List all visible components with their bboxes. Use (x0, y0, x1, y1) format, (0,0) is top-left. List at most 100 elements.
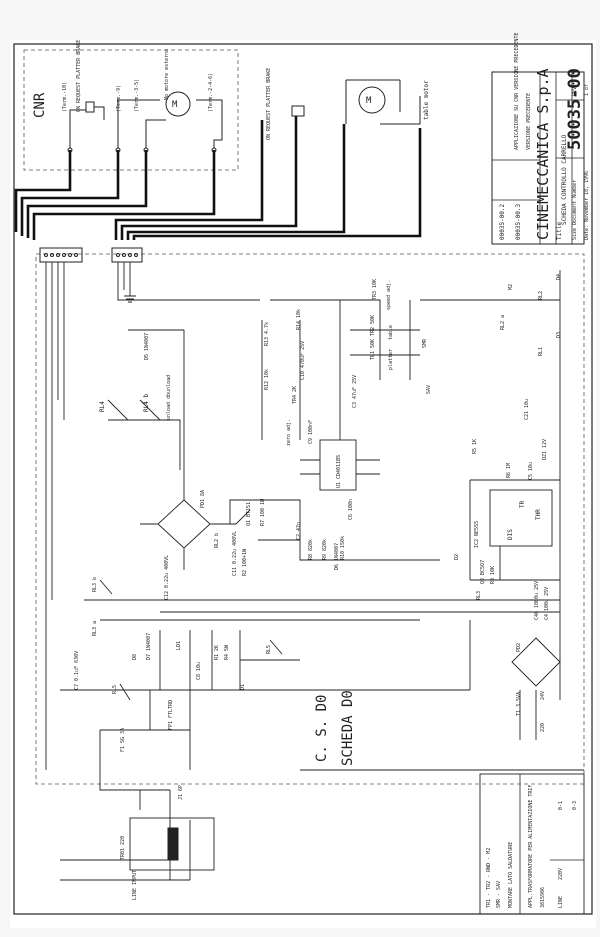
document-number: 50035-00 (565, 68, 585, 150)
top-platter-brake-label: ON REQUEST PLATTER BRAKE (266, 68, 272, 140)
label-line-input: LINE INPUT (132, 870, 138, 900)
cnr-platter-brake-label: ON REQUEST PLATTER BRAKE (76, 40, 82, 112)
label-dz1: DZ1 12V (542, 439, 548, 460)
label-f1: F1 SG 3A (120, 728, 126, 752)
title-label: Title (556, 222, 563, 240)
size-label: Size (572, 228, 578, 240)
label-rl2: RL2 (538, 291, 544, 300)
board-title-1: C. S. D0 (314, 695, 330, 762)
label-q1: Q1 BT151 (246, 502, 252, 526)
label-tr-pin: TR (519, 500, 526, 508)
label-d2: D2 (454, 554, 460, 560)
cnr-motor-label: Mp motore esterno (164, 49, 170, 100)
note-line-1: APPL.TRASFORMATORE PER ALIMENTAZIONE TRI… (528, 785, 534, 908)
label-r4: R4 5W (224, 644, 230, 660)
label-pd2: PD2 (516, 643, 522, 652)
label-c11: C11 0.22u 400VL (232, 531, 238, 576)
label-d6: D6 1N4007 (334, 543, 340, 570)
label-speed-adj: speed adj. (386, 280, 392, 310)
label-j1: J1 6P (178, 785, 184, 800)
cnr-block: CNR ON REQUEST PLATTER BRAKE Mp motore e… (32, 40, 223, 153)
label-r12: R12 10k (264, 369, 270, 390)
label-tr2: TR2 50K (370, 315, 376, 336)
label-platter: platter (388, 349, 394, 370)
wiring-harness (14, 116, 422, 240)
label-t1: T1 3.5VA (516, 692, 522, 716)
versione-note: VERSIONE PRECEDENTE (526, 93, 532, 150)
rev-label: REV (572, 87, 578, 96)
paper (10, 40, 596, 928)
label-rl4b: RL4 b (143, 394, 150, 412)
label-c9: C9 100nF (308, 420, 314, 444)
label-r13: R13 4.7k (264, 322, 270, 346)
cnr-term-c: (Term.-3-5) (134, 79, 140, 112)
note-1: TR1 - TR2 - RWD - M2 (486, 848, 492, 908)
label-c7: C7 0.1uF 630V (74, 651, 80, 690)
svg-text:M: M (366, 96, 372, 106)
label-fp1: FP1 FTLTRD (168, 700, 174, 730)
label-r10: R10 150k (340, 536, 346, 560)
label-thr: THR (535, 509, 542, 520)
label-rl4-note: unload dbunload (166, 375, 172, 420)
outer-frame (13, 43, 593, 915)
top-brake-coil (291, 105, 305, 117)
label-c12: C12 0.22u 400VL (164, 555, 170, 600)
company-name: CINEMECCANICA S.p.A (534, 68, 552, 240)
label-c6: C6 100n (348, 499, 354, 520)
label-r7: R7 100 1W (260, 498, 266, 526)
label-c2: C2 47n (296, 522, 302, 540)
top-right-loads: ON REQUEST PLATTER BRAKE M table motor (266, 68, 430, 140)
note-line-4: 220V (558, 868, 564, 880)
label-r6: R6 1M (506, 463, 512, 478)
sheet-count: 1 of (584, 84, 590, 96)
applicazione-note: APPLICAZIONE SU CNR VERSIONE PRECEDENTE (514, 33, 520, 150)
doc-number-label: Document Number (572, 180, 578, 225)
label-r5: R5 1K (472, 439, 478, 454)
label-rl4: RL4 (99, 401, 106, 412)
ref-number-2: 00035-00.3 (515, 203, 522, 240)
title-block: CINEMECCANICA S.p.A 50035-00 Title SCHED… (491, 33, 590, 245)
date-value: November 18, 1996 (584, 171, 590, 222)
label-d7: D7 1N4007 (146, 633, 152, 660)
cnr-term-a: (Term.-10) (62, 82, 68, 112)
svg-text:M: M (172, 100, 178, 110)
label-r14: R14 10k (296, 309, 302, 330)
label-tr1: TR1 50K (370, 339, 376, 360)
label-d4: D4 (556, 274, 562, 280)
board-outline (35, 253, 585, 785)
label-rl3b: RL3 b (92, 577, 98, 592)
transformer-tr01 (129, 817, 215, 871)
label-rl2a: RL2 a (500, 315, 506, 330)
cnr-title: CNR (32, 92, 48, 118)
component-labels: D5 1N4007 RL4 RL4 b unload dbunload PD1 … (74, 274, 562, 900)
cnr-term-b: (Term.-9) (116, 85, 122, 112)
label-rl2b: RL2 b (214, 533, 220, 548)
label-sav: SAV (426, 385, 432, 394)
label-c5: C5 10u (528, 462, 534, 480)
label-ld1: LD1 (176, 641, 182, 650)
label-t1-220: 220 (540, 723, 546, 732)
label-r1: R1 2K (214, 645, 220, 660)
sheet-title: SCHEDA CONTROLLO CARRELLO (561, 134, 568, 225)
label-d1: D1 (240, 684, 246, 690)
label-q2: Q2 BC5O7 (480, 560, 486, 584)
label-c3: C3 47uF 25V (352, 375, 358, 408)
label-c10: C10 470uF 25V (300, 341, 306, 380)
label-t1-24v: 24V (540, 691, 546, 700)
motor-mp-symbol (165, 91, 191, 117)
note-line-3: LINE (558, 896, 564, 908)
table-motor-symbol (358, 86, 386, 114)
label-rl3: RL3 (476, 591, 482, 600)
label-rl1: RL1 (538, 347, 544, 356)
label-ne555: IC2 NE555 (474, 521, 480, 548)
label-tr01: TR01 220 (120, 836, 126, 860)
label-zero-adj: zero adj. (286, 419, 292, 446)
note-line-2: 3815906 (540, 887, 546, 908)
label-r8: R8 820k (308, 539, 314, 560)
label-tr3: TR3 10K (372, 279, 378, 300)
label-r9: R9 820k (322, 539, 328, 560)
label-d3: D3 (556, 332, 562, 338)
label-m2: M2 (508, 284, 514, 290)
label-d8: D8 (132, 654, 138, 660)
